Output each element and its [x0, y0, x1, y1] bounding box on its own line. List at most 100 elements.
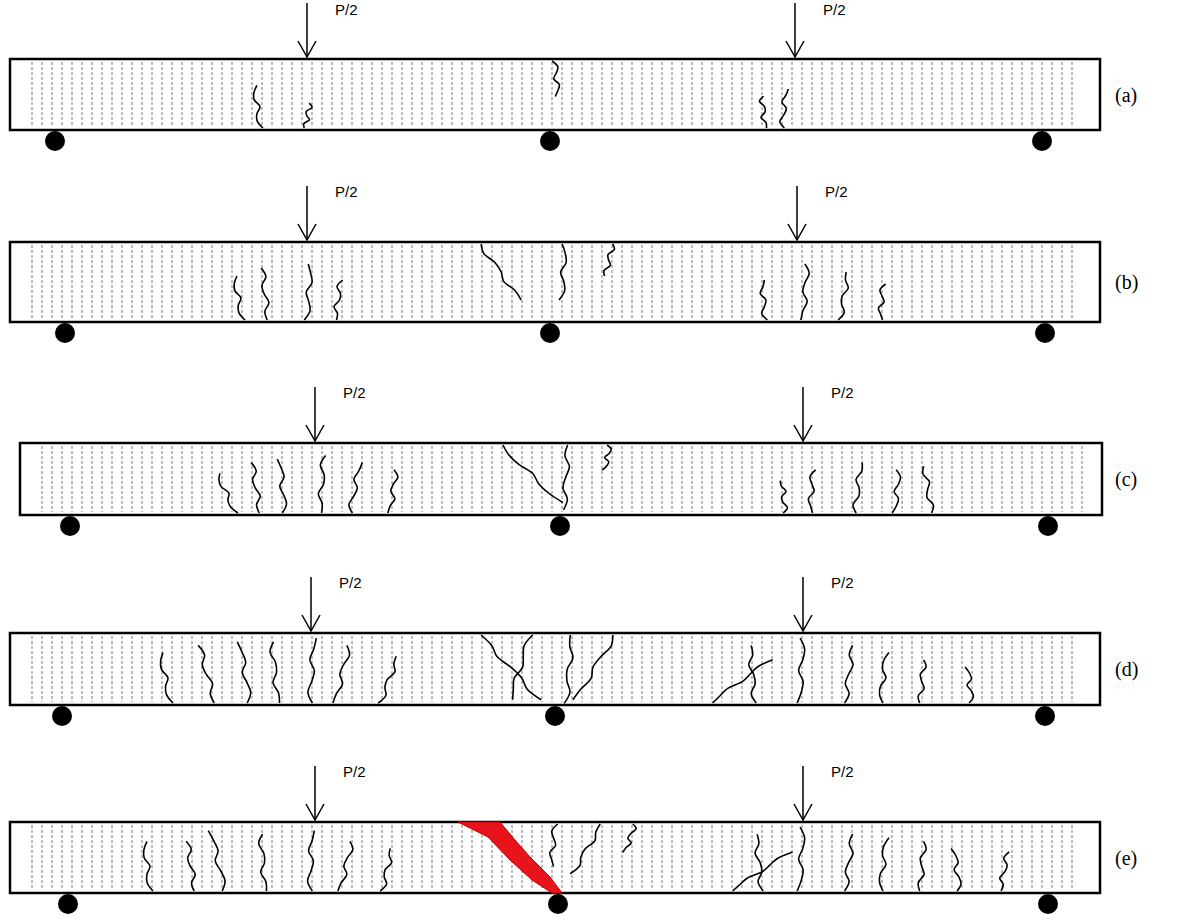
stirrup-line: [402, 62, 403, 127]
stirrup-line: [722, 825, 723, 890]
stirrup-line: [1032, 245, 1033, 319]
stirrup-line: [872, 825, 873, 890]
crack-line: [186, 841, 195, 891]
stirrup-line: [922, 446, 923, 512]
stirrup-line: [1062, 636, 1063, 702]
stirrup-line: [42, 825, 43, 890]
load-arrow: [794, 766, 812, 820]
stirrup-line: [62, 62, 63, 127]
stirrup-line: [1072, 825, 1073, 890]
stirrup-line: [462, 62, 463, 127]
stirrup-line: [722, 62, 723, 127]
stirrup-line: [1022, 446, 1023, 512]
stirrup-line: [322, 62, 323, 127]
stirrup-line: [1052, 245, 1053, 319]
stirrup-line: [1072, 62, 1073, 127]
load-arrow: [306, 387, 324, 441]
stirrup-line: [362, 245, 363, 319]
stirrup-line: [422, 245, 423, 319]
stirrup-line: [802, 245, 803, 319]
stirrup-line: [512, 62, 513, 127]
stirrup-line: [452, 62, 453, 127]
load-arrow: [298, 186, 316, 240]
stirrup-line: [892, 245, 893, 319]
stirrup-line: [372, 446, 373, 512]
stirrup-line: [312, 62, 313, 127]
stirrup-line: [112, 636, 113, 702]
stirrup-line: [752, 825, 753, 890]
stirrup-line: [472, 825, 473, 890]
stirrup-line: [352, 245, 353, 319]
crack-line: [333, 645, 350, 703]
stirrup-line: [712, 446, 713, 512]
stirrup-line: [922, 245, 923, 319]
stirrup-line: [62, 825, 63, 890]
stirrup-line: [602, 245, 603, 319]
crack-line: [797, 638, 805, 703]
crack-line: [198, 645, 214, 703]
support-roller: [540, 131, 560, 151]
stirrup-line: [982, 825, 983, 890]
stirrup-line: [212, 636, 213, 702]
stirrup-line: [632, 62, 633, 127]
stirrup-line: [222, 62, 223, 127]
stirrup-line: [632, 825, 633, 890]
stirrup-line: [992, 825, 993, 890]
stirrup-line: [332, 825, 333, 890]
stirrup-line: [962, 636, 963, 702]
stirrup-line: [822, 446, 823, 512]
stirrup-line: [632, 446, 633, 512]
stirrup-line: [912, 636, 913, 702]
stirrup-line: [742, 62, 743, 127]
stirrup-line: [1072, 245, 1073, 319]
stirrup-line: [602, 446, 603, 512]
stirrup-line: [832, 62, 833, 127]
stirrup-line: [432, 446, 433, 512]
stirrup-line: [582, 62, 583, 127]
stirrup-line: [32, 825, 33, 890]
stirrup-line: [942, 825, 943, 890]
crack-line: [559, 244, 566, 300]
stirrup-line: [872, 446, 873, 512]
stirrup-line: [882, 446, 883, 512]
stirrup-line: [1042, 62, 1043, 127]
stirrup-line: [612, 245, 613, 319]
stirrup-line: [962, 446, 963, 512]
stirrup-line: [112, 62, 113, 127]
crack-line: [144, 841, 153, 891]
stirrup-line: [1052, 446, 1053, 512]
stirrup-line: [882, 245, 883, 319]
stirrup-line: [1002, 446, 1003, 512]
stirrup-line: [1072, 446, 1073, 512]
stirrup-line: [682, 62, 683, 127]
stirrup-line: [762, 825, 763, 890]
stirrup-line: [62, 245, 63, 319]
beam-panel: [10, 3, 1100, 151]
stirrup-line: [242, 825, 243, 890]
stirrup-line: [112, 446, 113, 512]
stirrup-line: [72, 245, 73, 319]
load-label: P/2: [825, 184, 848, 199]
stirrup-line: [292, 62, 293, 127]
stirrup-line: [122, 245, 123, 319]
stirrup-line: [42, 636, 43, 702]
stirrup-line: [612, 825, 613, 890]
stirrup-line: [642, 636, 643, 702]
stirrup-line: [232, 245, 233, 319]
stirrup-line: [92, 825, 93, 890]
support-roller: [1035, 706, 1055, 726]
stirrup-line: [662, 446, 663, 512]
stirrup-line: [92, 446, 93, 512]
crack-line: [713, 660, 773, 703]
stirrup-line: [162, 245, 163, 319]
stirrup-line: [402, 446, 403, 512]
stirrup-line: [702, 446, 703, 512]
stirrup-line: [742, 636, 743, 702]
stirrup-line: [272, 825, 273, 890]
stirrup-line: [472, 446, 473, 512]
stirrup-line: [462, 245, 463, 319]
stirrup-line: [252, 636, 253, 702]
crack-line: [259, 834, 267, 891]
stirrup-line: [742, 245, 743, 319]
stirrup-line: [602, 62, 603, 127]
